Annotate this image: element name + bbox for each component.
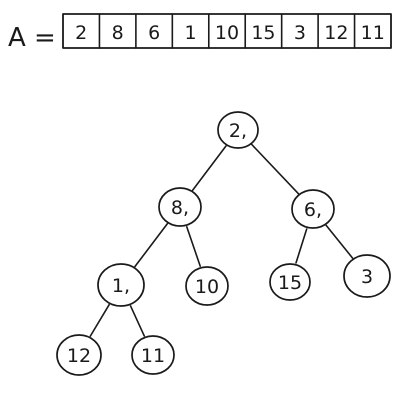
tree-node: 11 (131, 335, 175, 375)
tree-node: 3 (343, 254, 391, 298)
tree-node-label: 11 (141, 345, 165, 367)
tree-node: 6, (291, 189, 335, 229)
tree-edge (129, 305, 146, 337)
tree-edge (89, 303, 110, 337)
tree-node: 1, (97, 263, 145, 307)
tree-node-label: 6, (304, 199, 322, 221)
array-cell-value: 12 (324, 22, 348, 44)
tree-node: 8, (158, 187, 202, 227)
array-label: A = (8, 23, 56, 53)
tree-node-circle (291, 189, 335, 229)
tree-node-label: 3 (361, 266, 373, 288)
tree-edge (185, 226, 202, 267)
tree-node: 10 (185, 266, 229, 306)
tree-node-circle (158, 187, 202, 227)
array-cell-value: 10 (215, 22, 239, 44)
array-cell-value: 8 (112, 22, 124, 44)
tree-node-circle (269, 263, 311, 301)
array-cell-value: 3 (294, 22, 306, 44)
tree-node-circle (131, 335, 175, 375)
array-cells: 2 8 6 1 10 15 3 12 11 (75, 13, 385, 49)
tree-edge (295, 228, 308, 264)
tree-node-label: 12 (67, 345, 91, 367)
tree-edge (191, 145, 227, 192)
tree-node: 12 (56, 334, 102, 376)
array-section: A = 2 8 6 1 10 15 3 12 11 (8, 13, 392, 53)
tree-node-circle (217, 111, 259, 149)
tree-nodes: 2, 8, 6, 1, 10 15 3 12 11 (56, 111, 391, 376)
tree-node-label: 1, (112, 275, 130, 297)
tree-edge (325, 224, 354, 259)
array-cell-value: 2 (75, 22, 87, 44)
array-cell-value: 1 (185, 22, 197, 44)
array-cell-value: 15 (251, 22, 275, 44)
tree-node: 2, (217, 111, 259, 149)
tree-edge (134, 222, 169, 268)
tree-node-label: 15 (278, 272, 302, 294)
tree-edge (250, 143, 300, 195)
array-cell-value: 11 (361, 22, 385, 44)
heap-tree: 2, 8, 6, 1, 10 15 3 12 11 (56, 111, 391, 376)
tree-node: 15 (269, 263, 311, 301)
tree-node-label: 2, (229, 120, 247, 142)
tree-node-circle (343, 254, 391, 298)
tree-node-circle (97, 263, 145, 307)
array-cell-value: 6 (148, 22, 160, 44)
tree-node-label: 10 (195, 276, 219, 298)
tree-node-circle (56, 334, 102, 376)
tree-edges (89, 143, 354, 337)
tree-node-circle (185, 266, 229, 306)
array-box (62, 13, 392, 49)
tree-node-label: 8, (171, 197, 189, 219)
